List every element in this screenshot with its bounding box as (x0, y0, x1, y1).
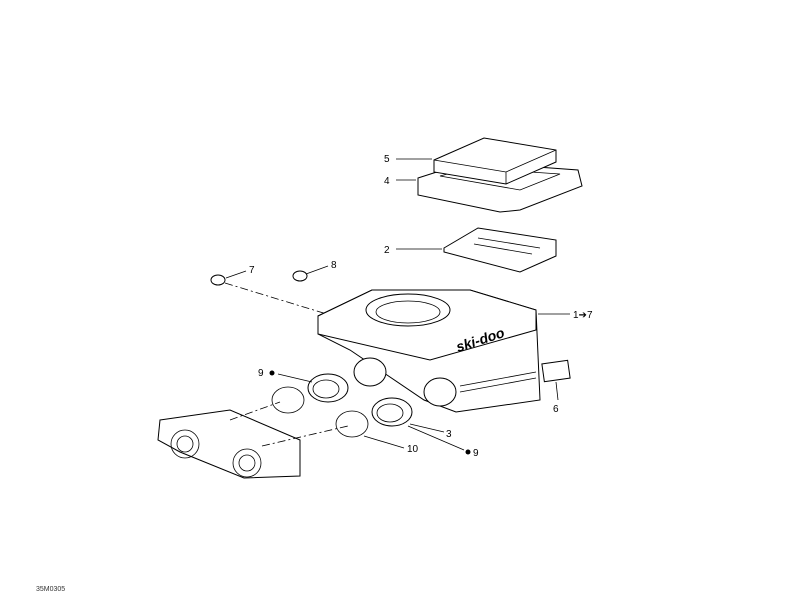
clamp-part-10-a (271, 386, 305, 414)
callout-9-bottom: 9 (473, 448, 479, 459)
nut-icon (269, 370, 275, 376)
drawing-code: 35M0305 (36, 586, 66, 593)
callout-7: 7 (249, 265, 255, 276)
callout-4: 4 (384, 176, 390, 187)
airbox-part-1: ski-doo (317, 289, 541, 413)
callout-5: 5 (384, 154, 390, 165)
callout-9-top: 9 (258, 368, 264, 379)
leader-lines (225, 158, 570, 451)
nut-icon (465, 449, 471, 455)
callout-2: 2 (384, 245, 390, 256)
decal-part-6 (541, 359, 571, 383)
adapter-part-3-b (371, 397, 413, 427)
filter-cover-part-5 (433, 137, 557, 185)
callout-3: 3 (446, 429, 452, 440)
grommet-part-7 (210, 274, 226, 286)
adapter-part-3-a (307, 373, 349, 403)
callout-10: 10 (407, 444, 419, 455)
carburetor-assembly (157, 409, 301, 479)
clamp-part-10-b (335, 410, 369, 438)
callout-8: 8 (331, 260, 337, 271)
callout-6: 6 (553, 404, 559, 415)
plate-part-2 (443, 227, 557, 273)
callout-1-7: 1➔7 (573, 310, 593, 321)
grommet-part-8 (292, 270, 308, 282)
